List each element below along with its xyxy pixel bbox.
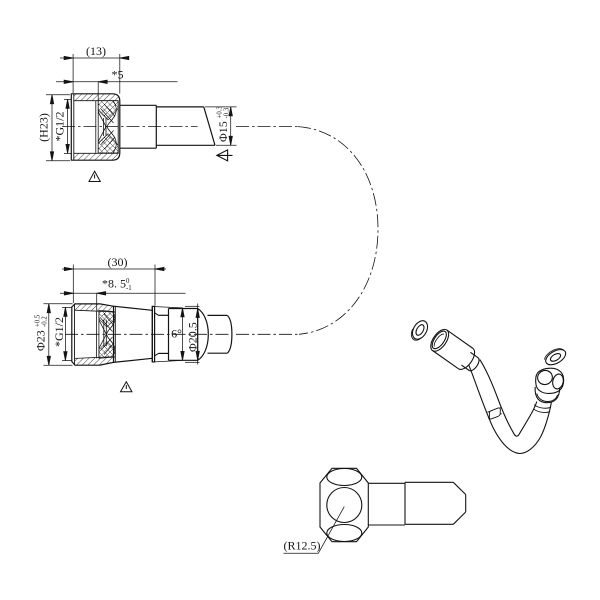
svg-text:Φ23: Φ23 — [34, 330, 48, 351]
svg-text:(13): (13) — [86, 44, 106, 58]
svg-text:*8. 5: *8. 5 — [102, 277, 126, 291]
svg-text:Φ20.5: Φ20.5 — [186, 322, 200, 352]
svg-text:-0.2: -0.2 — [42, 316, 49, 327]
svg-text:+0.5: +0.5 — [35, 314, 42, 327]
svg-text:Φ15: Φ15 — [216, 121, 230, 142]
svg-text:+0.3: +0.3 — [217, 106, 224, 119]
svg-text:*5: *5 — [112, 68, 124, 82]
svg-text:*G1/2: *G1/2 — [53, 112, 67, 142]
svg-text:0: 0 — [126, 278, 130, 285]
svg-text:(H23): (H23) — [37, 113, 51, 142]
svg-text:6°: 6° — [171, 327, 182, 341]
svg-text:-0.3: -0.3 — [224, 107, 231, 118]
svg-text:(R12.5): (R12.5) — [284, 539, 321, 553]
svg-text:-1: -1 — [126, 285, 132, 292]
svg-text:(30): (30) — [108, 255, 128, 269]
svg-text:*G1/2: *G1/2 — [52, 317, 66, 347]
